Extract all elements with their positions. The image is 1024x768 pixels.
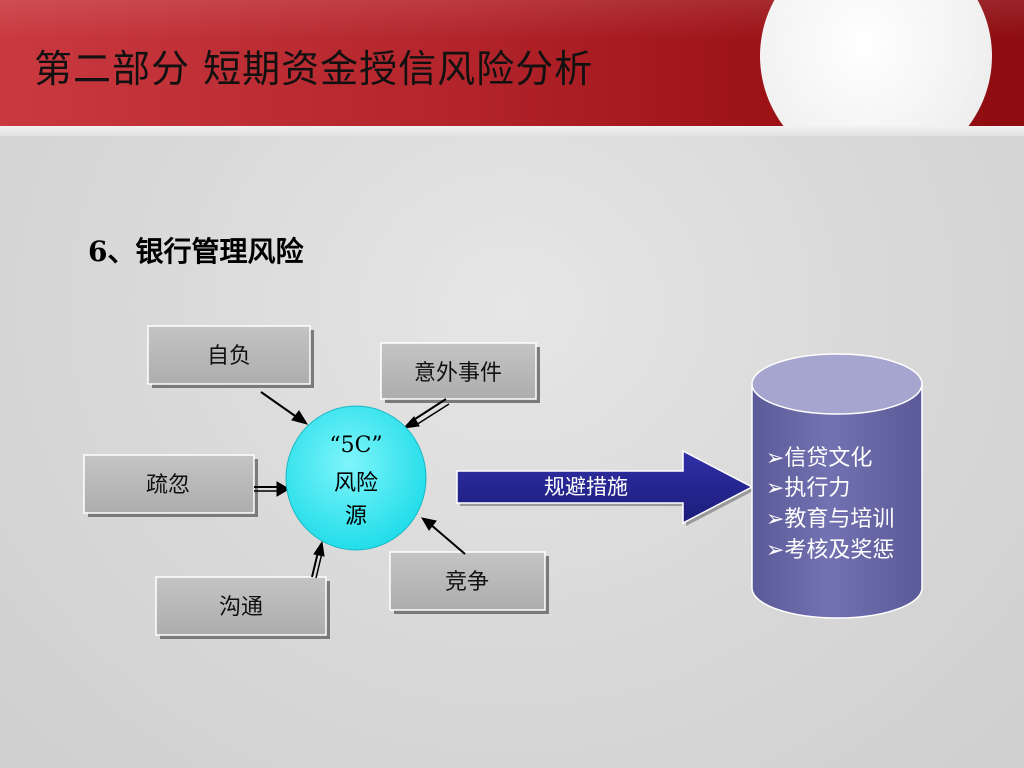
banner-separator (0, 126, 1024, 136)
arrow-accident-to-center (402, 398, 450, 429)
factor-label-communication: 沟通 (219, 595, 263, 620)
arrow-competition-to-center (420, 517, 466, 555)
banner-shine (0, 0, 1024, 40)
factor-box-negligence: 疏忽 (83, 454, 258, 517)
factor-box-self-confidence: 自负 (147, 325, 314, 388)
banner-circle-decoration (760, 0, 992, 126)
factor-label-accident: 意外事件 (414, 361, 502, 386)
factor-label-negligence: 疏忽 (146, 473, 190, 498)
factor-box-communication: 沟通 (155, 576, 330, 639)
measure-item: ➢信贷文化 (766, 446, 872, 471)
arrow-label: 规避措施 (544, 475, 628, 499)
factor-label-competition: 竞争 (445, 570, 489, 595)
measure-item: ➢教育与培训 (766, 507, 894, 532)
avoidance-measures-arrow: 规避措施 (456, 449, 755, 526)
arrow-communication-to-center (311, 540, 325, 579)
measure-item: ➢执行力 (766, 476, 850, 501)
title-banner: 第二部分 短期资金授信风险分析 (0, 0, 1024, 126)
factor-box-competition: 竞争 (389, 551, 549, 614)
center-node-5c-risk-source: “5C” 风险 源 (285, 405, 427, 551)
center-label-line-2: 风险 (334, 471, 378, 496)
measures-cylinder: ➢信贷文化 ➢执行力 ➢教育与培训 ➢考核及奖惩 (751, 353, 923, 619)
factor-box-accident: 意外事件 (380, 342, 540, 403)
measure-item: ➢考核及奖惩 (766, 538, 894, 563)
slide-title: 第二部分 短期资金授信风险分析 (34, 47, 594, 91)
arrow-negligence-to-center (254, 481, 290, 497)
section-heading: 6、银行管理风险 (88, 235, 304, 268)
center-label-line-1: “5C” (329, 433, 382, 458)
arrow-self-confidence-to-center (260, 391, 309, 425)
factor-label-self-confidence: 自负 (207, 344, 251, 369)
center-label-line-3: 源 (345, 504, 367, 529)
